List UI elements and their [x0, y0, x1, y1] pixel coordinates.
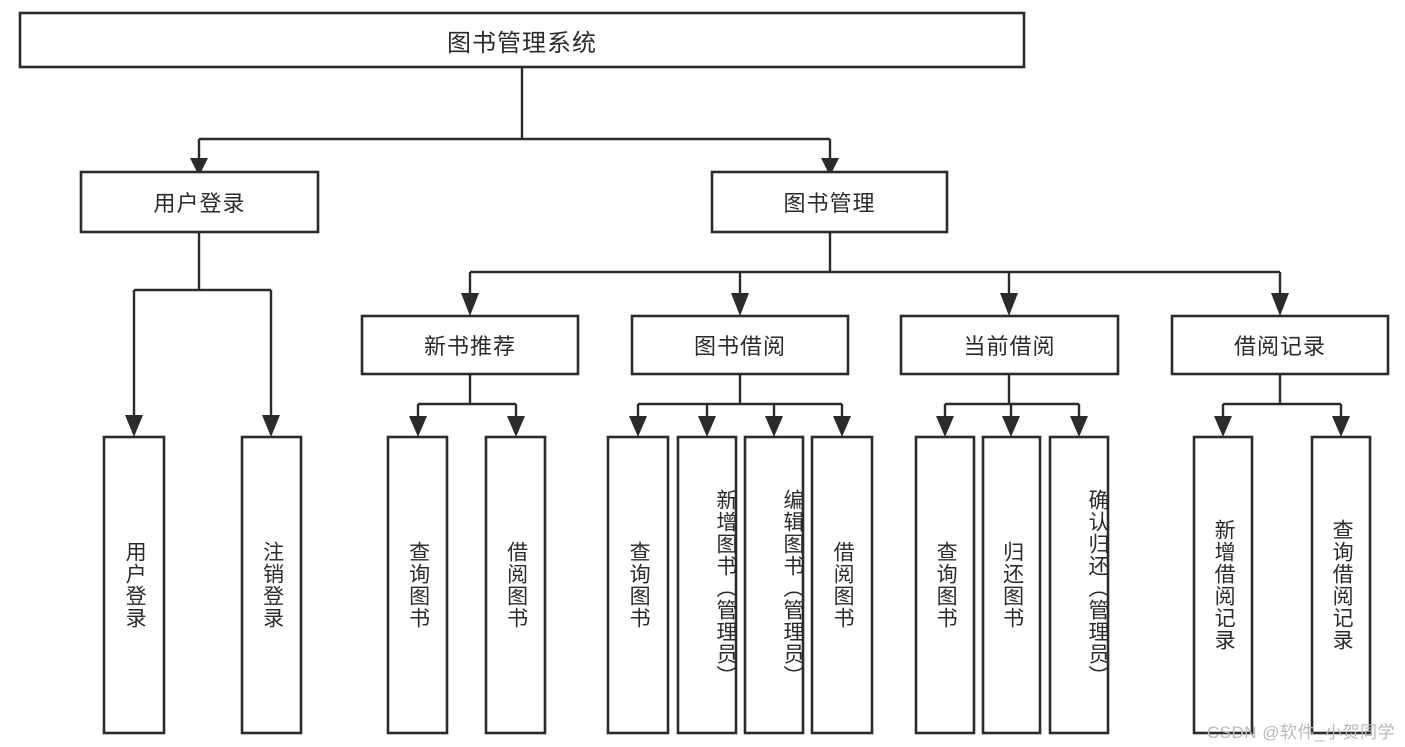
- node-box-leaf-add-book-admin[interactable]: [676, 435, 738, 735]
- edge-book-borrow-bus: [636, 374, 844, 420]
- node-box-leaf-return-book[interactable]: [981, 435, 1042, 735]
- edge-current-borrow-bus: [943, 374, 1081, 420]
- node-box-leaf-query-book-current[interactable]: [914, 435, 976, 735]
- arrowhead-to-leaf-add-borrow-record: [1214, 416, 1232, 437]
- node-box-leaf-borrow-book-recommend[interactable]: [484, 435, 547, 735]
- arrowhead-to-leaf-query-book-current: [936, 416, 954, 437]
- node-box-leaf-query-book-borrow[interactable]: [606, 435, 670, 735]
- arrowhead-to-leaf-query-book-recommend: [409, 416, 427, 437]
- node-box-borrow-record[interactable]: [1170, 314, 1390, 376]
- node-box-leaf-edit-book-admin[interactable]: [743, 435, 805, 735]
- edge-user-login-bus: [132, 232, 273, 420]
- arrowhead-to-leaf-logout: [262, 415, 280, 437]
- connectors-group: [125, 67, 1350, 437]
- node-box-book-manage[interactable]: [710, 170, 949, 234]
- node-box-leaf-confirm-return-admin[interactable]: [1048, 435, 1110, 735]
- arrowhead-to-leaf-add-book-admin: [698, 416, 716, 437]
- node-box-user-login[interactable]: [79, 170, 320, 234]
- arrowhead-to-leaf-query-book-borrow: [629, 416, 647, 437]
- nodes-group: [18, 11, 1390, 735]
- arrowhead-to-leaf-confirm-return-admin: [1070, 416, 1088, 437]
- arrowhead-to-leaf-return-book: [1002, 416, 1020, 437]
- edge-book-manage-bus: [468, 232, 1282, 293]
- arrowhead-to-leaf-query-borrow-record: [1332, 416, 1350, 437]
- arrowhead-to-leaf-borrow-book-recommend: [507, 416, 525, 437]
- arrowhead-to-book-manage: [821, 158, 839, 176]
- arrowhead-to-book-borrow: [731, 293, 749, 316]
- arrowhead-to-current-borrow: [1000, 293, 1018, 316]
- node-box-leaf-add-borrow-record[interactable]: [1192, 435, 1254, 735]
- edge-new-book-recommend-bus: [416, 374, 518, 420]
- node-box-leaf-query-book-recommend[interactable]: [386, 435, 449, 735]
- node-box-leaf-borrow-book[interactable]: [810, 435, 874, 735]
- arrowhead-to-user-login: [190, 158, 208, 176]
- node-box-leaf-query-borrow-record[interactable]: [1310, 435, 1372, 735]
- edge-root-to-level2-bus: [197, 67, 832, 158]
- csdn-watermark: CSDN @软件_小贺同学: [1206, 723, 1395, 742]
- node-box-current-borrow[interactable]: [899, 314, 1120, 376]
- node-box-new-book-recommend[interactable]: [360, 314, 580, 376]
- edge-borrow-record-bus: [1221, 374, 1343, 420]
- arrowhead-to-borrow-record: [1271, 293, 1289, 316]
- node-box-leaf-user-login[interactable]: [102, 435, 166, 735]
- node-box-leaf-logout[interactable]: [240, 435, 303, 735]
- node-box-book-borrow[interactable]: [630, 314, 850, 376]
- arrowhead-to-leaf-borrow-book: [833, 416, 851, 437]
- arrowhead-to-new-book-recommend: [461, 293, 479, 316]
- arrowhead-to-leaf-edit-book-admin: [765, 416, 783, 437]
- node-box-root[interactable]: [18, 11, 1026, 69]
- arrowhead-to-leaf-user-login: [125, 415, 143, 437]
